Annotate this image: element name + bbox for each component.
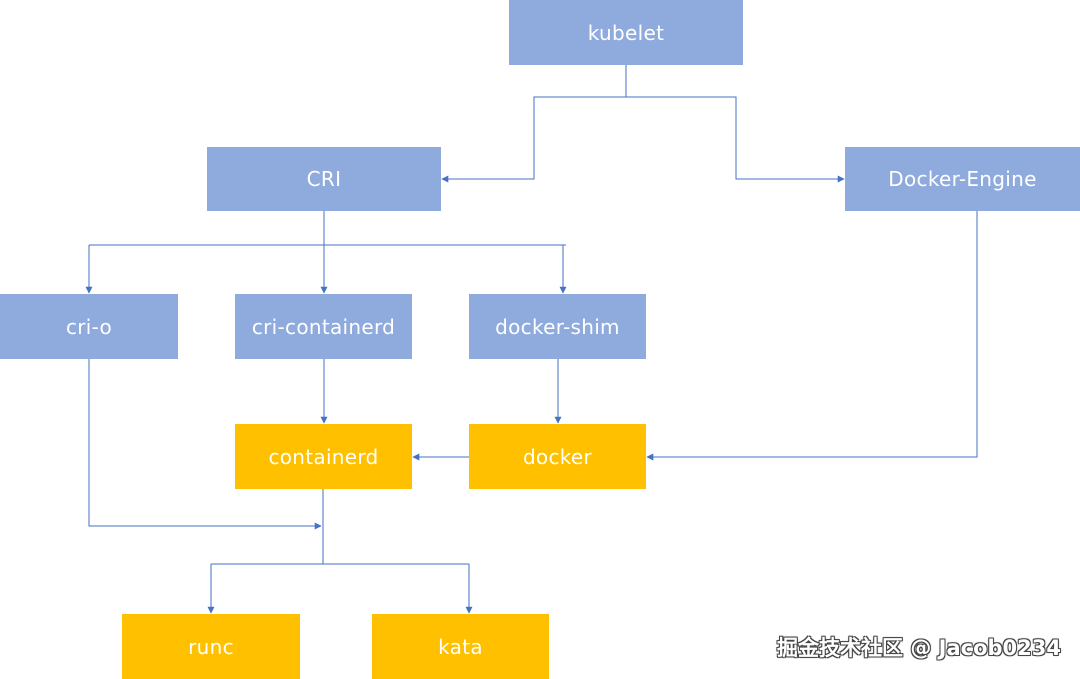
node-kubelet-label: kubelet (587, 20, 665, 45)
node-cri-o-label: cri-o (65, 314, 113, 339)
edge-cri-o-merge (88, 359, 322, 530)
edge-docker-engine-docker (646, 211, 978, 461)
node-runc-label: runc (188, 634, 234, 659)
node-docker-engine: Docker-Engine (845, 147, 1080, 211)
node-runc: runc (122, 614, 300, 679)
node-docker-shim: docker-shim (469, 294, 646, 359)
node-containerd-label: containerd (268, 444, 379, 469)
node-docker-shim-label: docker-shim (495, 314, 620, 339)
node-cri-containerd: cri-containerd (235, 294, 412, 359)
node-cri-o: cri-o (0, 294, 178, 359)
node-kata: kata (372, 614, 549, 679)
node-docker-engine-label: Docker-Engine (888, 167, 1037, 191)
watermark: 掘金技术社区 @ Jacob0234 (777, 636, 1061, 660)
node-cri-label: CRI (306, 167, 342, 191)
node-cri-containerd-label: cri-containerd (251, 314, 396, 339)
node-docker-label: docker (522, 444, 593, 469)
edge-kubelet-cri (441, 65, 627, 183)
node-cri: CRI (207, 147, 441, 211)
node-kubelet: kubelet (509, 0, 743, 65)
node-kata-label: kata (438, 634, 483, 659)
edge-kubelet-docker-engine (625, 65, 845, 183)
node-docker: docker (469, 424, 646, 489)
node-containerd: containerd (235, 424, 412, 489)
